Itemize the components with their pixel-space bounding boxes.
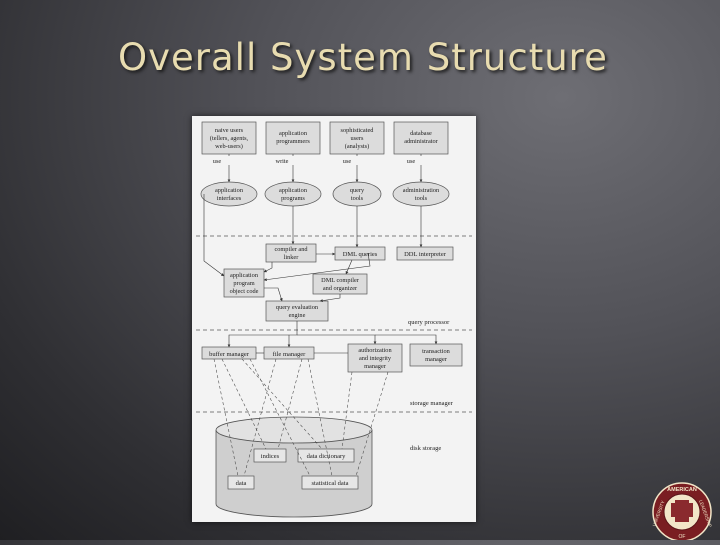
auth-manager-line1: authorization — [358, 347, 392, 354]
data-dictionary-label: data dictionary — [307, 453, 347, 460]
label-storage-manager: storage manager — [410, 400, 454, 407]
transaction-manager-line1: transaction — [422, 348, 450, 355]
statistical-data-box — [301, 475, 359, 490]
action-use-1: use — [213, 158, 222, 165]
label-disk-storage: disk storage — [410, 445, 441, 452]
user-sophisticated-line2: users — [351, 135, 364, 142]
tool-app-interfaces-line2: interfaces — [217, 195, 242, 202]
user-dba-line1: database — [410, 130, 432, 137]
action-use-3: use — [407, 158, 416, 165]
indices-box — [253, 448, 287, 463]
object-code-box — [223, 268, 265, 298]
object-code-line3: object code — [230, 288, 259, 295]
user-box-naive — [201, 121, 257, 155]
slide-title: Overall System Structure — [118, 36, 608, 79]
user-box-dba — [393, 121, 449, 155]
object-code-line2: program — [233, 280, 254, 287]
logo-text-top: AMERICAN — [667, 487, 697, 493]
dml-compiler-line1: DML compiler — [321, 277, 360, 284]
tool-query-tools — [332, 181, 382, 207]
dml-queries-label: DML queries — [343, 251, 378, 258]
data-dictionary-box — [297, 448, 355, 463]
object-code-line1: application — [230, 272, 259, 279]
user-naive-line3: web-users) — [215, 143, 243, 150]
user-programmers-line1: application — [279, 130, 308, 137]
tool-app-interfaces — [200, 181, 258, 207]
file-manager-label: file manager — [273, 351, 306, 358]
user-dba-line2: administrator — [404, 138, 438, 145]
user-naive-line2: (tellers, agents, — [210, 135, 249, 142]
label-query-processor: query processor — [408, 319, 450, 326]
compiler-linker-box — [265, 243, 317, 263]
dml-compiler-line2: and organizer — [323, 285, 358, 292]
compiler-linker-line2: linker — [284, 254, 300, 261]
buffer-manager-label: buffer manager — [209, 351, 250, 358]
query-engine-line2: engine — [289, 312, 306, 319]
tool-admin-tools-line2: tools — [415, 195, 428, 202]
tool-app-programs-line1: application — [279, 187, 308, 194]
indices-label: indices — [261, 453, 280, 460]
tool-query-tools-line1: query — [350, 187, 365, 194]
user-box-app-programmers — [265, 121, 321, 155]
transaction-manager-line2: manager — [425, 356, 448, 363]
auth-manager-box — [347, 343, 403, 373]
tool-app-programs-line2: programs — [281, 195, 305, 202]
tool-query-tools-line2: tools — [351, 195, 364, 202]
user-sophisticated-line3: (analysts) — [345, 143, 369, 150]
tool-admin-tools-line1: administration — [403, 187, 440, 194]
university-logo: AMERICAN UNIVERSITY LEADERSHIP OF — [648, 480, 716, 542]
user-programmers-line2: programmers — [276, 138, 310, 145]
compiler-linker-line1: compiler and — [274, 246, 308, 253]
action-use-2: use — [343, 158, 352, 165]
data-box — [227, 475, 255, 490]
user-naive-line1: naive users — [215, 127, 244, 134]
statistical-data-label: statistical data — [311, 480, 348, 487]
ddl-interpreter-box — [396, 246, 454, 261]
query-engine-line1: query evaluation — [276, 304, 319, 311]
user-box-sophisticated — [329, 121, 385, 155]
tool-admin-tools — [392, 181, 450, 207]
diagram-canvas: naive users (tellers, agents, web-users)… — [196, 121, 472, 518]
data-label: data — [236, 480, 247, 487]
auth-manager-line3: manager — [364, 363, 387, 370]
logo-text-bottom: OF — [679, 534, 686, 540]
tool-app-programs — [264, 181, 322, 207]
auth-manager-line2: and integrity — [359, 355, 392, 362]
tool-app-interfaces-line1: application — [215, 187, 244, 194]
ddl-interpreter-label: DDL interpreter — [404, 251, 447, 258]
action-write: write — [276, 158, 289, 165]
system-structure-diagram: naive users (tellers, agents, web-users)… — [192, 116, 476, 522]
disk-cylinder-top — [215, 416, 373, 444]
user-sophisticated-line1: sophisticated — [341, 127, 375, 134]
university-seal-icon: AMERICAN UNIVERSITY LEADERSHIP OF — [652, 482, 713, 542]
